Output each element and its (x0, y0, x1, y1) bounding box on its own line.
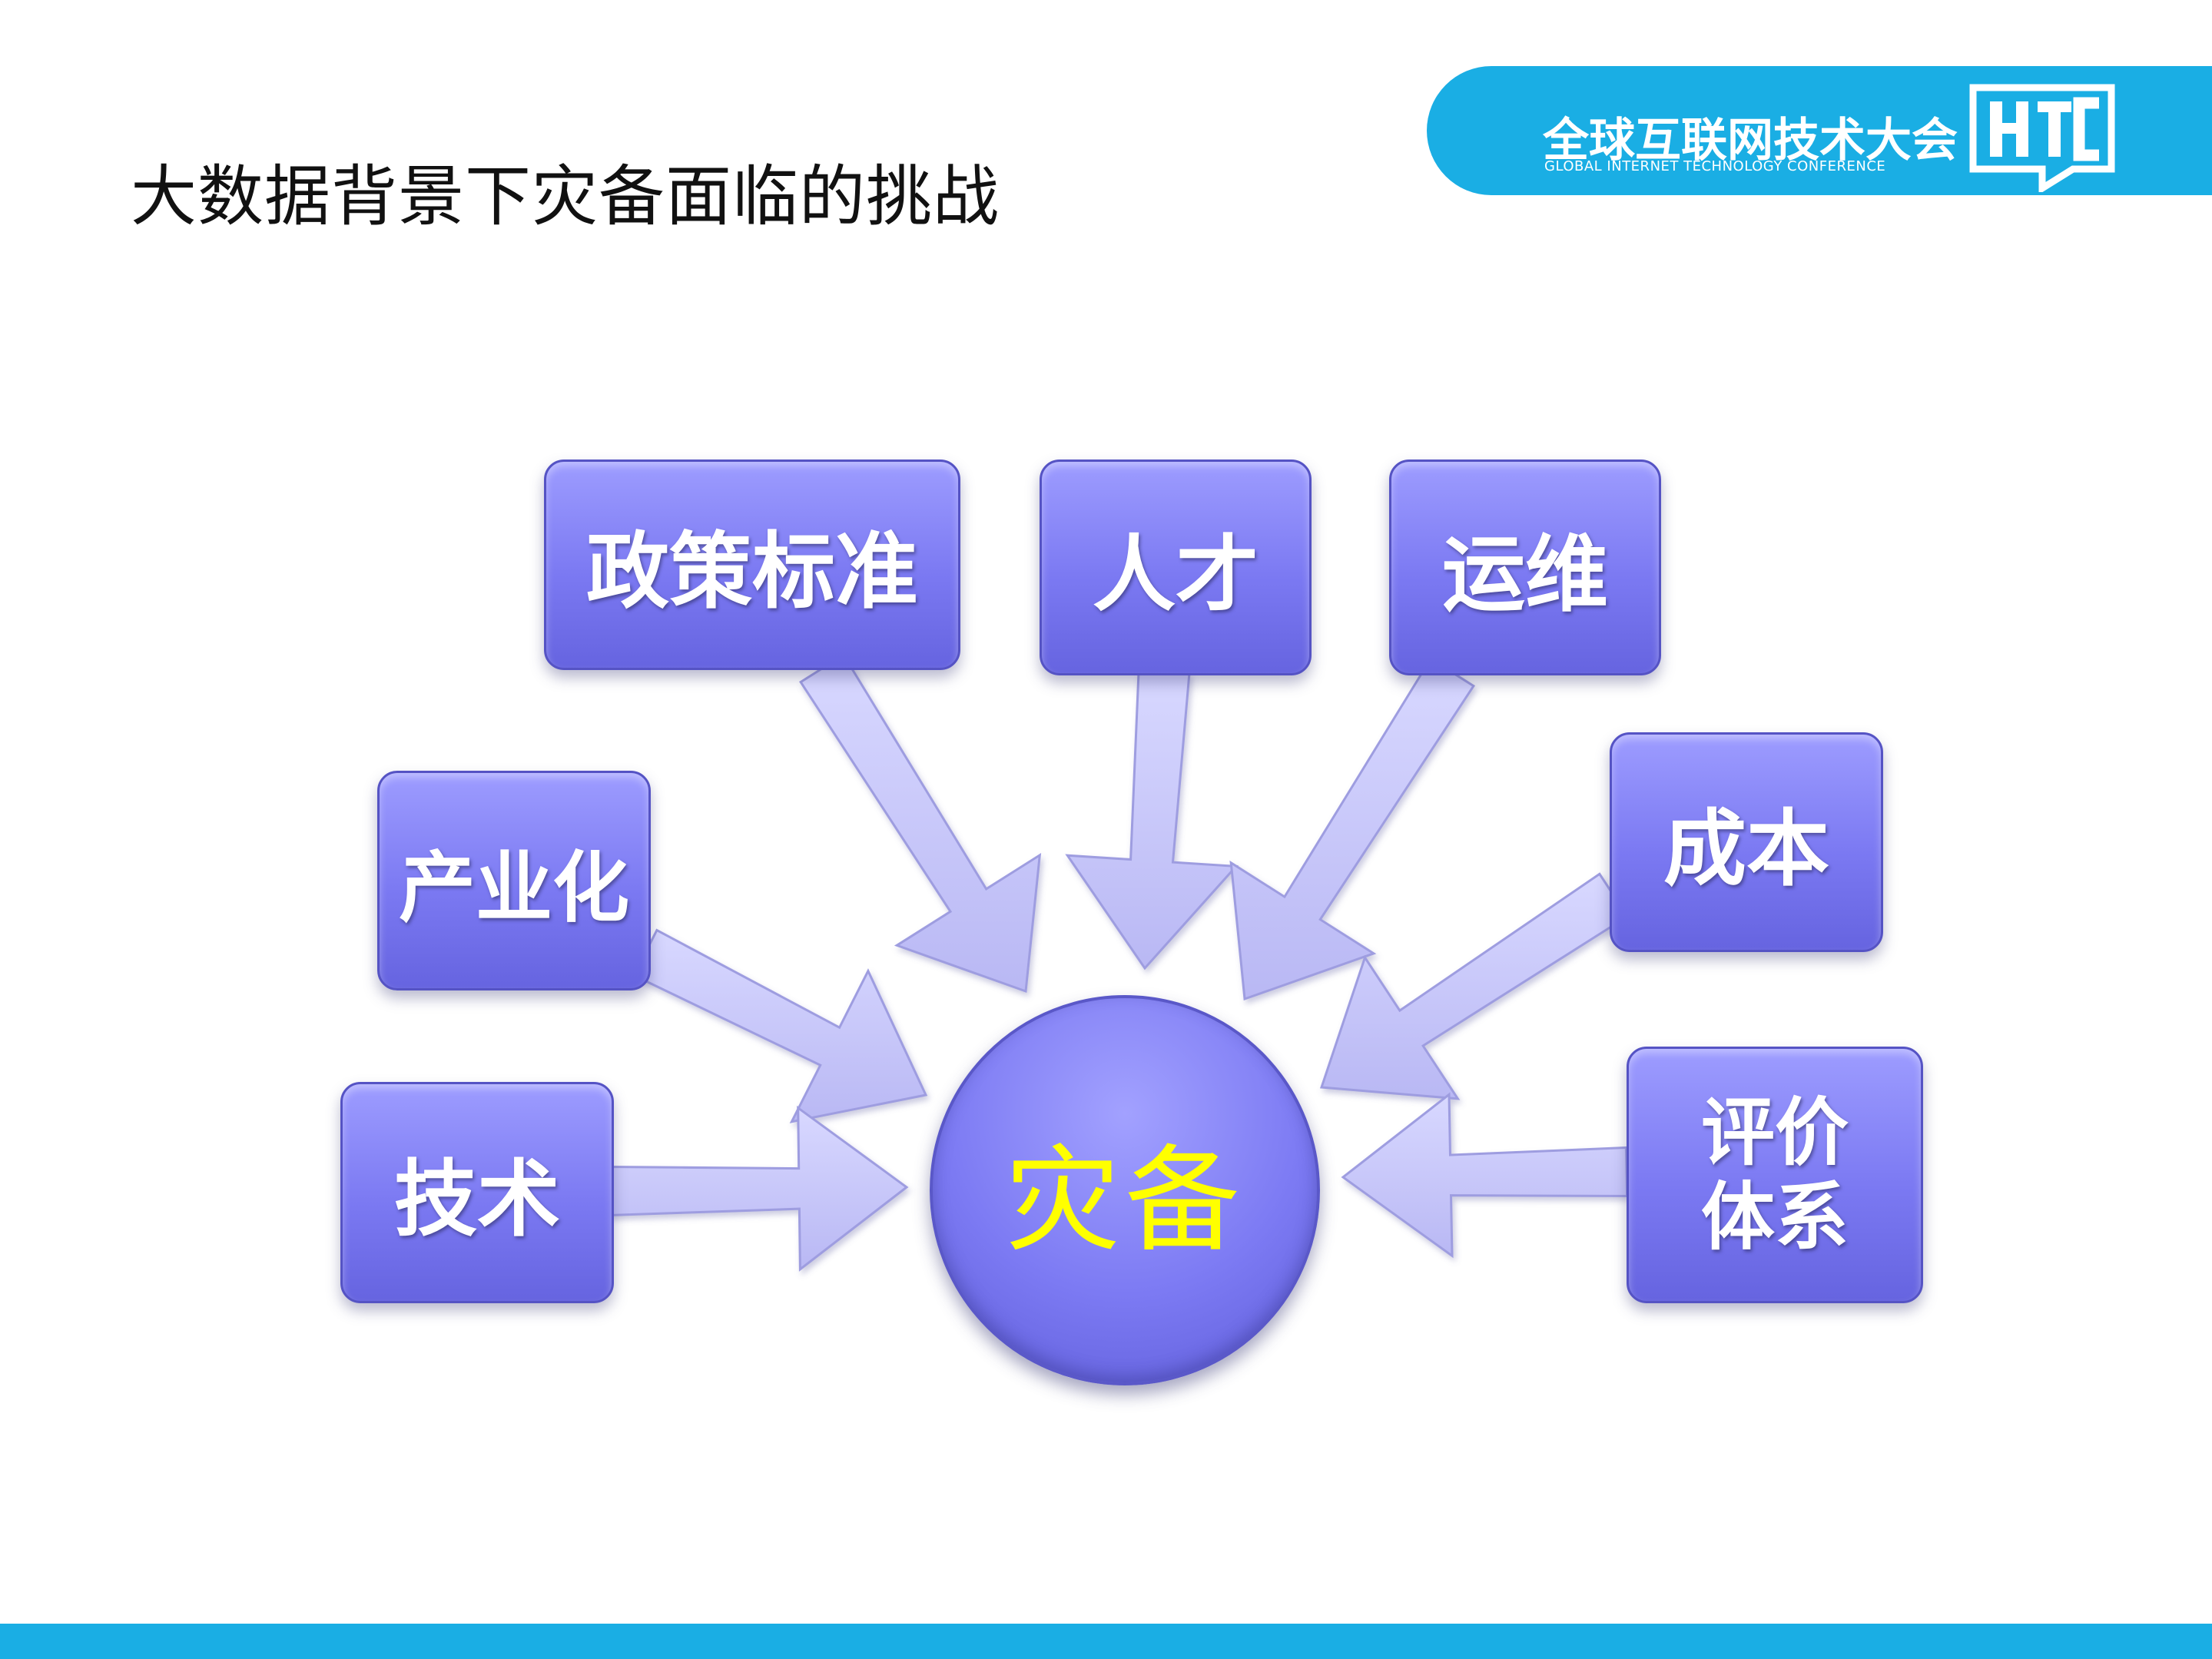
disaster-recovery-label: 灾备 (1004, 1133, 1245, 1268)
arrow-talent-to-center (1065, 669, 1239, 971)
technology-box: 技术 (340, 1082, 614, 1303)
talent-label: 人才 (1092, 526, 1259, 623)
industrialization-label: 产业化 (399, 842, 629, 933)
arrow-tech-to-center (608, 1105, 909, 1272)
technology-label: 技术 (393, 1152, 560, 1248)
disaster-recovery-circle: 灾备 (930, 995, 1320, 1385)
evaluation-label-line1: 评价 (1701, 1089, 1849, 1176)
footer-bar (0, 1624, 2212, 1659)
hitc-logo-icon (1969, 84, 2115, 192)
evaluation-label-line2: 体系 (1701, 1174, 1849, 1260)
cost-label: 成本 (1663, 801, 1829, 898)
industrialization-box: 产业化 (377, 771, 651, 990)
cost-box: 成本 (1610, 732, 1883, 952)
policy-standards-box: 政策标准 (544, 460, 960, 670)
page-title: 大数据背景下灾备面临的挑战 (131, 158, 1000, 235)
arrow-policy-to-center (799, 653, 1042, 994)
logo-chinese-text: 全球互联网技术大会 (1543, 114, 1958, 168)
arrow-cost-to-center (1319, 872, 1630, 1100)
logo-english-text: GLOBAL INTERNET TECHNOLOGY CONFERENCE (1544, 158, 1886, 174)
arrow-ops-to-center (1229, 657, 1475, 1001)
operations-box: 运维 (1389, 460, 1661, 675)
evaluation-system-box: 评价 体系 (1627, 1047, 1923, 1303)
talent-box: 人才 (1040, 460, 1312, 675)
arrow-industry-to-center (632, 928, 928, 1123)
arrow-eval-to-center (1341, 1092, 1629, 1259)
operations-label: 运维 (1441, 526, 1608, 623)
policy-standards-label: 政策标准 (585, 524, 918, 620)
